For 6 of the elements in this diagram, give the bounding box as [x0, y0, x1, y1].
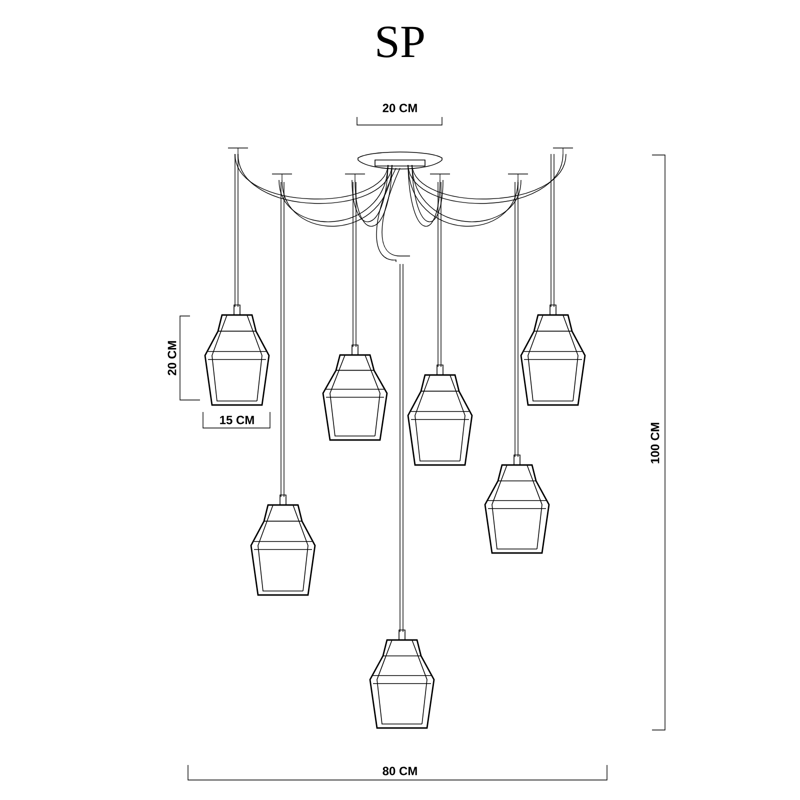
dimension-label: 80 CM [382, 766, 417, 776]
dimension-label: 100 CM [650, 422, 660, 464]
dimension-label: 20 CM [168, 341, 176, 376]
title: SP [378, 26, 424, 58]
dimension-label: 15 CM [220, 416, 254, 424]
dimension-label: 20 CM [382, 104, 417, 112]
